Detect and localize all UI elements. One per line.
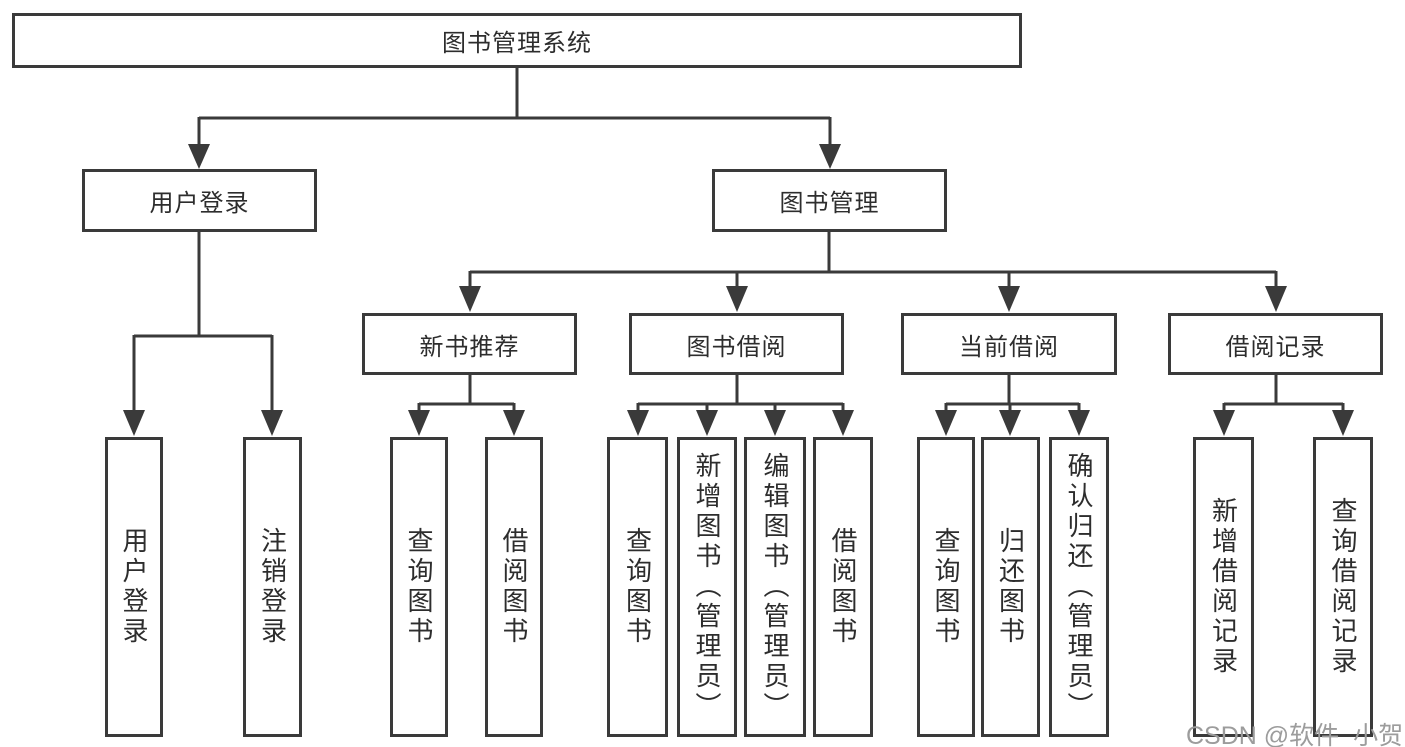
leaf-label: 查询图书 (931, 527, 961, 647)
leaf-borrow-add-books-admin: 新增图书（管理员） (677, 437, 737, 737)
node-user-login: 用户登录 (82, 169, 317, 232)
leaf-user-login: 用户登录 (105, 437, 163, 737)
node-book-borrowing: 图书借阅 (629, 313, 844, 375)
leaf-label: 借阅图书 (499, 527, 529, 647)
leaf-current-query-books: 查询图书 (917, 437, 975, 737)
node-label: 图书管理 (779, 190, 880, 217)
node-library-management-system: 图书管理系统 (12, 13, 1022, 68)
leaf-current-return-books: 归还图书 (981, 437, 1040, 737)
leaf-label: 查询图书 (404, 527, 434, 647)
node-label: 图书借阅 (686, 333, 787, 361)
node-new-book-recommendation: 新书推荐 (362, 313, 577, 375)
edge-records-to-leaves (1222, 375, 1345, 412)
node-label: 用户登录 (149, 190, 250, 217)
leaf-label: 查询借阅记录 (1328, 497, 1358, 677)
leaf-logout: 注销登录 (243, 437, 302, 737)
leaf-current-confirm-return-admin: 确认归还（管理员） (1049, 437, 1109, 737)
leaf-records-query-borrow-record: 查询借阅记录 (1313, 437, 1373, 737)
leaf-label: 新增图书（管理员） (692, 452, 722, 722)
leaf-label: 用户登录 (119, 527, 149, 647)
node-book-management: 图书管理 (712, 169, 947, 232)
leaf-label: 确认归还（管理员） (1064, 452, 1094, 722)
edge-newrec-to-leaves (417, 375, 516, 412)
leaf-borrow-query-books: 查询图书 (607, 437, 668, 737)
edge-root-to-level2 (197, 68, 832, 146)
edge-bookmgmt-to-level3 (468, 232, 1278, 288)
leaf-borrow-edit-books-admin: 编辑图书（管理员） (744, 437, 806, 737)
leaf-label: 注销登录 (257, 527, 288, 647)
leaf-label: 编辑图书（管理员） (760, 452, 790, 722)
leaf-borrow-borrow-books: 借阅图书 (813, 437, 873, 737)
node-label: 当前借阅 (959, 333, 1059, 361)
node-label: 图书管理系统 (442, 30, 592, 57)
node-label: 新书推荐 (419, 333, 520, 361)
leaf-label: 查询图书 (622, 527, 653, 647)
node-label: 借阅记录 (1225, 333, 1326, 361)
leaf-newrec-borrow-books: 借阅图书 (485, 437, 543, 737)
leaf-label: 借阅图书 (828, 527, 858, 647)
leaf-newrec-query-books: 查询图书 (390, 437, 448, 737)
node-current-borrowing: 当前借阅 (901, 313, 1117, 375)
leaf-records-add-borrow-record: 新增借阅记录 (1193, 437, 1254, 737)
csdn-watermark: CSDN @软件_小贺同学 (1186, 722, 1405, 747)
edge-userlogin-to-leaves (132, 232, 274, 412)
edge-current-to-leaves (944, 375, 1081, 412)
leaf-label: 新增借阅记录 (1208, 497, 1239, 677)
edge-borrow-to-leaves (636, 375, 845, 412)
leaf-label: 归还图书 (995, 527, 1026, 647)
node-borrowing-records: 借阅记录 (1168, 313, 1383, 375)
